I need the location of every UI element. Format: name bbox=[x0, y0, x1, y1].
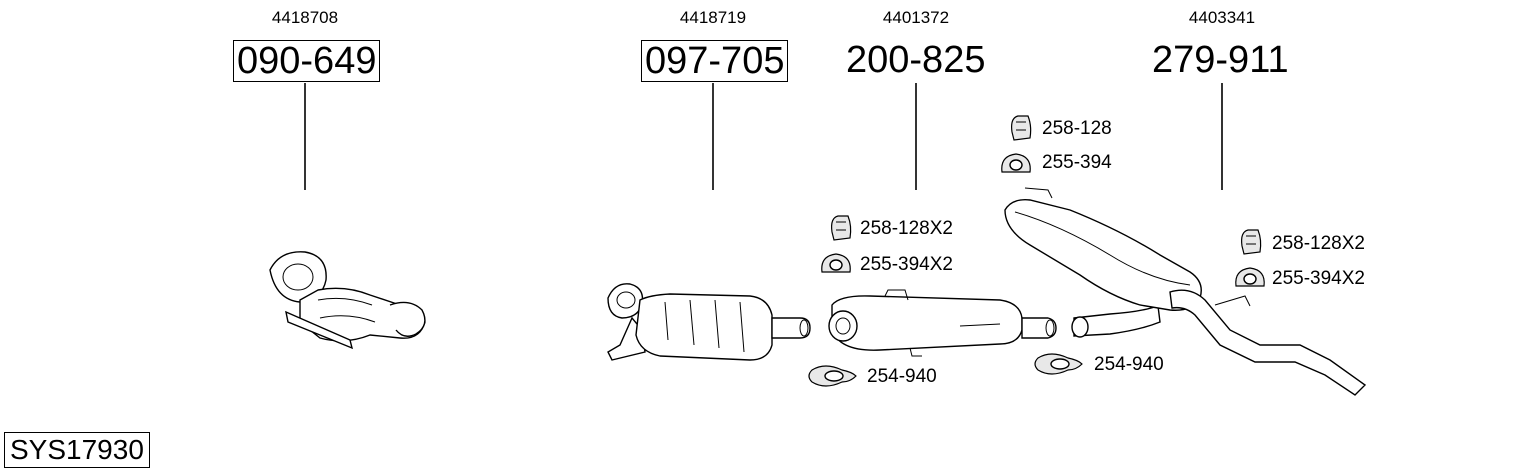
particulate-filter-illustration bbox=[607, 283, 811, 361]
accessory-label[interactable]: 254-940 bbox=[867, 366, 937, 387]
catalytic-converter-illustration bbox=[269, 251, 426, 350]
hanger-icon bbox=[1235, 267, 1265, 287]
rear-silencer-illustration bbox=[1004, 187, 1367, 396]
accessory-label[interactable]: 255-394X2 bbox=[1272, 268, 1365, 289]
rubber-mount-icon bbox=[831, 215, 852, 241]
rubber-mount-icon bbox=[1011, 115, 1032, 141]
hanger-icon bbox=[1001, 153, 1031, 173]
part-number-label[interactable]: 097-705 bbox=[641, 40, 789, 82]
accessory-label[interactable]: 255-394 bbox=[1042, 152, 1112, 173]
oem-number-200-825: 4401372 bbox=[882, 8, 950, 27]
part-number-label[interactable]: 200-825 bbox=[846, 39, 986, 81]
oem-number-279-911: 4403341 bbox=[1188, 8, 1256, 27]
accessory-label[interactable]: 258-128X2 bbox=[860, 218, 953, 239]
part-number-label[interactable]: 090-649 bbox=[233, 40, 381, 82]
oem-number-097-705: 4418719 bbox=[679, 8, 747, 27]
clamp-icon bbox=[1034, 353, 1083, 375]
system-id-label: SYS17930 bbox=[4, 432, 150, 468]
accessory-label[interactable]: 258-128X2 bbox=[1272, 233, 1365, 254]
hanger-icon bbox=[821, 253, 851, 273]
centre-silencer-illustration bbox=[828, 289, 1057, 357]
accessory-label[interactable]: 258-128 bbox=[1042, 118, 1112, 139]
clamp-icon bbox=[808, 365, 857, 387]
accessory-label[interactable]: 254-940 bbox=[1094, 354, 1164, 375]
rubber-mount-icon bbox=[1241, 229, 1262, 255]
oem-number-090-649: 4418708 bbox=[271, 8, 339, 27]
accessory-label[interactable]: 255-394X2 bbox=[860, 254, 953, 275]
part-number-label[interactable]: 279-911 bbox=[1152, 39, 1289, 81]
